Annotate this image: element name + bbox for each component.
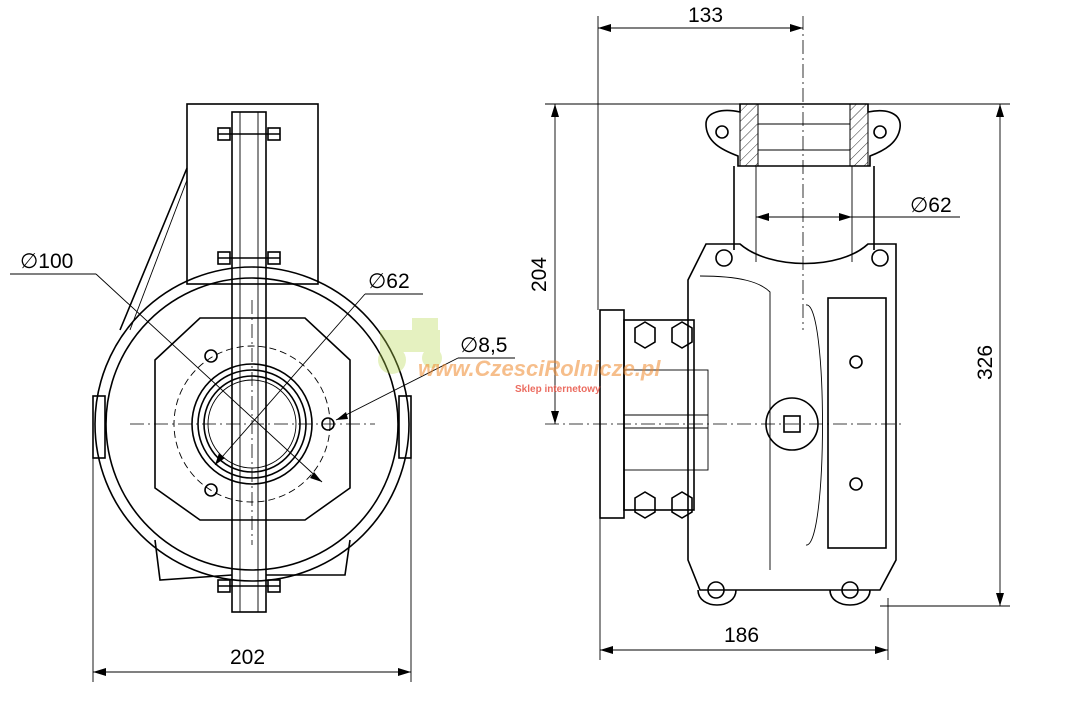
dim-width-202: 202 bbox=[230, 646, 265, 669]
clamp-bolts bbox=[217, 127, 281, 593]
dim-diameter-62-right: ∅62 bbox=[910, 194, 952, 217]
watermark-site: www.CzesciRolnicze.pl bbox=[418, 356, 661, 381]
dim-height-204: 204 bbox=[528, 257, 551, 292]
inlet-bolts bbox=[634, 321, 693, 519]
dim-diameter-100: ∅100 bbox=[20, 250, 73, 273]
front-view: 202 ∅100 ∅62 ∅8,5 bbox=[10, 103, 515, 682]
dim-width-186: 186 bbox=[724, 624, 759, 647]
side-view: 133 ∅62 204 326 186 bbox=[528, 4, 1010, 660]
dim-width-133: 133 bbox=[688, 4, 723, 27]
watermark: www.CzesciRolnicze.pl Sklep internetowy bbox=[378, 318, 661, 395]
tractor-logo-icon bbox=[378, 318, 442, 374]
watermark-tagline: Sklep internetowy bbox=[515, 384, 601, 395]
dim-height-326: 326 bbox=[974, 345, 997, 380]
dim-diameter-62-left: ∅62 bbox=[368, 270, 410, 293]
dim-hole-8-5: ∅8,5 bbox=[460, 334, 508, 357]
